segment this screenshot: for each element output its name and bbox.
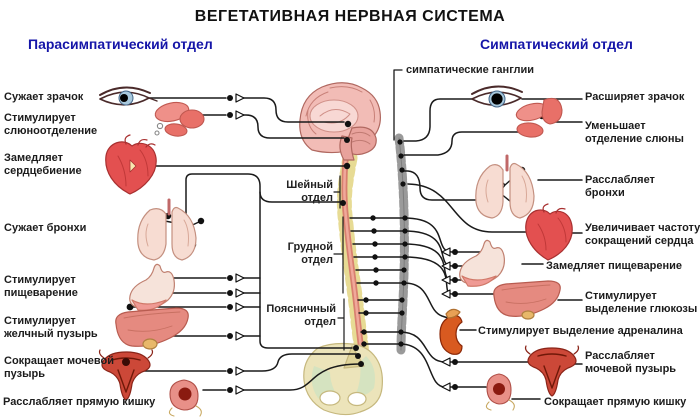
spine-section-brackets [333, 175, 345, 351]
brain [299, 82, 381, 161]
label-constricts-bronchi: Сужает бронхи [4, 222, 87, 234]
liver-left-icon [115, 307, 189, 350]
liver-right-icon [493, 280, 561, 320]
label-slows-heartbeat: Замедляет сердцебиение [4, 152, 82, 177]
label-decreases-salivation: Уменьшает отделение слюны [585, 120, 684, 145]
pelvis [303, 342, 383, 416]
bladder-left-icon [98, 349, 154, 401]
label-cervical-section: Шейный отдел [286, 179, 333, 204]
label-stimulates-gallbladder: Стимулирует желчный пузырь [4, 315, 98, 340]
label-stimulates-salivation: Стимулирует слюноотделение [4, 112, 98, 137]
ganglia-pointer-line [393, 69, 403, 141]
right-nerve-lines [349, 98, 583, 400]
heart-left-icon [105, 134, 157, 195]
label-slows-digestion: Замедляет пищеварение [546, 260, 682, 272]
stomach-right-icon [459, 239, 505, 287]
salivary-gland-left-icon [154, 101, 205, 137]
label-lumbar-section: Поясничный отдел [266, 303, 336, 328]
bladder-right-icon [524, 345, 580, 397]
kidney-adrenal-icon [439, 308, 463, 355]
diagram-title: ВЕГЕТАТИВНАЯ НЕРВНАЯ СИСТЕМА [194, 8, 506, 25]
synapse-symbols [227, 93, 458, 395]
eye-left-icon [99, 86, 158, 106]
label-constricts-pupil: Сужает зрачок [4, 91, 84, 103]
heart-right-icon [525, 203, 573, 261]
lungs-right-icon [475, 154, 535, 219]
label-relaxes-bladder: Расслабляет мочевой пузырь [585, 350, 677, 375]
rectum-right-icon [485, 373, 515, 411]
salivary-gland-right-icon [515, 97, 563, 138]
lungs-left-icon [137, 198, 197, 261]
label-stimulates-glucose-release: Стимулирует выделение глюкозы [585, 290, 698, 315]
eye-right-icon [471, 85, 523, 108]
section-sympathetic: Симпатический отдел [480, 36, 633, 52]
label-stimulates-digestion: Стимулирует пищеварение [4, 274, 78, 299]
label-relaxes-bronchi: Расслабляет бронхи [585, 174, 655, 199]
label-stimulates-adrenaline-release: Стимулирует выделение адреналина [478, 325, 683, 337]
label-contracts-bladder: Сокращает мочевой пузырь [4, 355, 114, 380]
label-thoracic-section: Грудной отдел [287, 241, 333, 266]
label-contracts-rectum: Сокращает прямую кишку [544, 396, 687, 408]
section-parasympathetic: Парасимпатический отдел [28, 36, 213, 52]
label-sympathetic-ganglia: симпатические ганглии [406, 64, 535, 76]
label-dilates-pupil: Расширяет зрачок [585, 91, 685, 103]
rectum-left-icon [168, 379, 202, 417]
label-relaxes-rectum: Расслабляет прямую кишку [3, 396, 156, 408]
label-increases-heart-rate: Увеличивает частоту сокращений сердца [585, 222, 700, 247]
stomach-left-icon [129, 263, 175, 311]
